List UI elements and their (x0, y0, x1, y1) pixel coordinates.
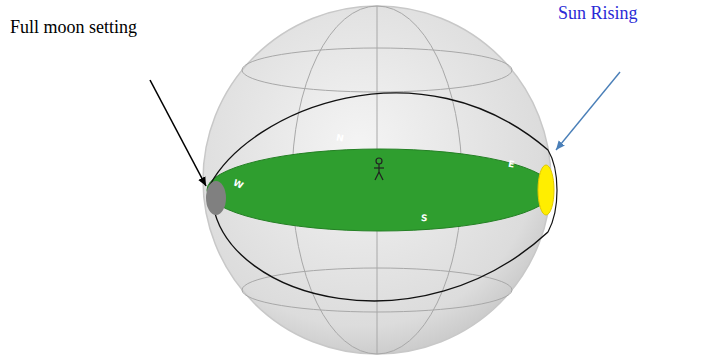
callout-label: Sun Rising (558, 4, 638, 24)
callout-label: Full moon setting (10, 18, 137, 38)
horizon-plane (207, 149, 553, 231)
leader-arrow (150, 80, 206, 186)
observer-figure (374, 158, 384, 180)
compass-letter: S (421, 214, 428, 224)
full-moon (206, 181, 226, 215)
leader-arrow (556, 72, 620, 150)
moon-path (210, 93, 548, 185)
sun (538, 165, 554, 215)
moon-path (213, 205, 548, 301)
